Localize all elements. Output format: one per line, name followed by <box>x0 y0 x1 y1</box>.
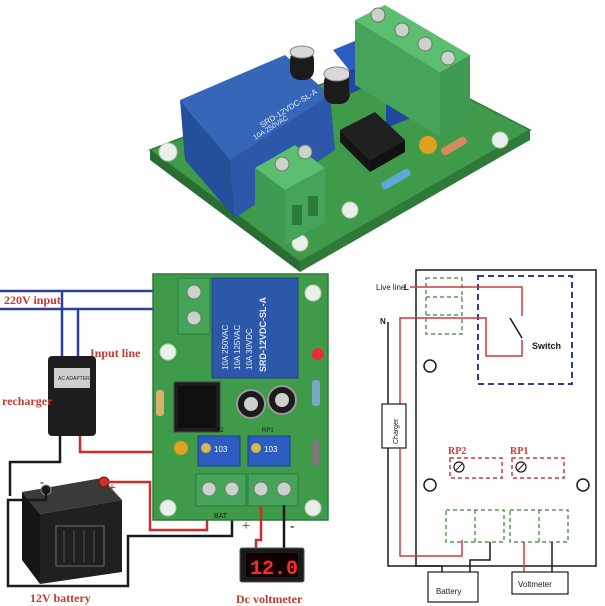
rp1-outline <box>511 457 565 479</box>
voltmeter-reading: 12.0 <box>250 558 298 581</box>
voltmeter-plus: + <box>242 519 250 534</box>
rp2-outline <box>449 457 503 479</box>
capacitors-front <box>236 385 297 419</box>
resistor <box>156 390 164 416</box>
diode <box>312 440 319 466</box>
battery-12v <box>22 476 122 584</box>
resistor <box>312 380 320 406</box>
label-dc-voltmeter: Dc voltmeter <box>236 592 303 606</box>
schematic: Switch Live line L N Charger RP2 RP1 <box>376 269 597 603</box>
potentiometer-rp1: 103 <box>247 435 291 467</box>
resistor <box>381 168 411 190</box>
label-rp1: RP1 <box>510 446 528 457</box>
battery-minus: - <box>40 475 44 489</box>
voltmeter-box <box>511 571 569 595</box>
dc-voltmeter: 12.0 <box>239 547 305 583</box>
label-battery: Battery <box>436 587 461 596</box>
relay-outline <box>477 275 573 385</box>
live-wire <box>410 286 523 316</box>
label-12v-battery: 12V battery <box>30 591 91 605</box>
input-terminal-outline <box>425 277 463 335</box>
recharger-adapter: AC ADAPTER <box>48 356 96 436</box>
ceramic-capacitor <box>419 136 437 154</box>
label-n: N <box>380 317 386 326</box>
label-l: L <box>404 283 409 292</box>
svg-text:10A 125VAC: 10A 125VAC <box>233 325 242 370</box>
label-recharger: recharger <box>2 394 53 408</box>
output-terminals <box>195 473 299 507</box>
wiring-diagram: 220V input Input line AC ADAPTER recharg… <box>0 273 329 606</box>
svg-text:10A 30VDC: 10A 30VDC <box>245 328 254 370</box>
top-pcb-photo: SRD-12VDC-SL-A 10A 250VAC <box>148 5 532 272</box>
rp2-label: RP2 <box>212 428 224 434</box>
battery-plus: + <box>108 481 116 496</box>
rp1-label: RP1 <box>262 428 274 434</box>
mount-hole <box>158 142 178 162</box>
battery-box <box>427 571 479 603</box>
bat-label: BAT <box>214 513 228 520</box>
label-220v-input: 220V input <box>4 293 61 307</box>
label-input-line: Input line <box>90 346 141 360</box>
ic-chip <box>340 112 405 172</box>
mount-hole <box>341 201 359 219</box>
relay-front: 10A 250VAC 10A 125VAC 10A 30VDC SRD-12VD… <box>211 277 299 379</box>
switch-contact <box>509 317 523 339</box>
label-live-line: Live line <box>376 283 406 292</box>
terminal-block-2 <box>255 144 325 245</box>
pcb-edge-left <box>150 150 300 272</box>
svg-text:SRD-12VDC-SL-A: SRD-12VDC-SL-A <box>258 296 268 372</box>
svg-text:103: 103 <box>264 445 278 454</box>
label-rp2: RP2 <box>448 446 466 457</box>
mount-hole <box>491 131 509 149</box>
terminal-block-4 <box>355 5 470 137</box>
potentiometer-rp2: 103 <box>197 435 241 467</box>
svg-text:103: 103 <box>214 445 228 454</box>
label-charger: Charger <box>393 418 400 444</box>
ic-chip-front <box>173 381 221 433</box>
input-terminal <box>177 277 211 335</box>
svg-text:AC ADAPTER: AC ADAPTER <box>58 376 90 382</box>
svg-text:10A 250VAC: 10A 250VAC <box>221 325 230 370</box>
charger-box <box>381 403 407 449</box>
label-voltmeter: Voltmeter <box>518 580 552 589</box>
diode <box>440 136 468 156</box>
label-switch: Switch <box>532 341 561 351</box>
voltmeter-minus: - <box>290 519 295 534</box>
led-indicator <box>312 348 324 360</box>
schematic-board <box>415 269 597 567</box>
pcb-edge <box>300 130 530 272</box>
ceramic-capacitor <box>174 441 188 455</box>
